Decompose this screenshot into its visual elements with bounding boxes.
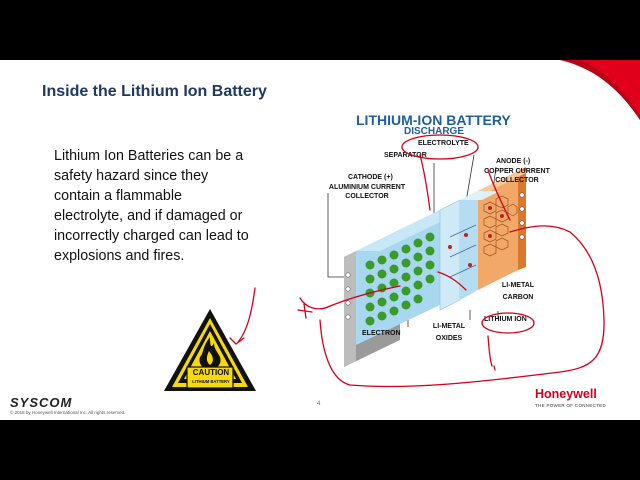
slide: Inside the Lithium Ion Battery Lithium I… bbox=[0, 60, 640, 420]
label-li-metal-carbon: LI-METAL CARBON bbox=[488, 281, 548, 302]
label-li-metal-oxides: LI-METAL OXIDES bbox=[424, 322, 474, 343]
caution-sign: CAUTION LITHIUM BATTERY bbox=[162, 307, 258, 393]
caution-heading: CAUTION bbox=[192, 368, 230, 377]
label-oxides-line2: OXIDES bbox=[435, 335, 463, 342]
label-oxides-line1: LI-METAL bbox=[432, 323, 466, 330]
label-li-metal-line2: CARBON bbox=[502, 294, 534, 301]
label-aluminium-line1: ALUMINIUM CURRENT bbox=[328, 184, 406, 191]
slide-body-text: Lithium Ion Batteries can be a safety ha… bbox=[54, 148, 249, 264]
battery-cell-illustration bbox=[327, 154, 530, 367]
label-aluminium-collector: ALUMINIUM CURRENT COLLECTOR bbox=[322, 183, 412, 201]
label-copper-line1: COPPER CURRENT bbox=[484, 168, 550, 175]
label-copper-collector: COPPER CURRENT COLLECTOR bbox=[472, 167, 562, 185]
diagram-title: LITHIUM-ION BATTERY bbox=[356, 112, 511, 128]
label-lithium-ion: LITHIUM ION bbox=[484, 316, 527, 323]
label-li-metal-line1: LI-METAL bbox=[501, 282, 535, 289]
red-corner-swoosh bbox=[560, 60, 640, 120]
honeywell-tagline: THE POWER OF CONNECTED bbox=[535, 403, 607, 408]
warning-triangle-icon bbox=[164, 309, 256, 391]
label-anode: ANODE (-) bbox=[496, 158, 531, 165]
battery-diagram: LITHIUM-ION BATTERY DISCHARGE bbox=[300, 105, 640, 405]
label-copper-line2: COLLECTOR bbox=[495, 177, 539, 184]
label-aluminium-line2: COLLECTOR bbox=[345, 193, 389, 200]
label-separator: SEPARATOR bbox=[384, 152, 427, 159]
slide-title: Inside the Lithium Ion Battery bbox=[42, 83, 267, 100]
page-number: 4 bbox=[317, 401, 321, 407]
caution-subtext: LITHIUM BATTERY bbox=[192, 379, 230, 384]
label-cathode: CATHODE (+) bbox=[348, 174, 393, 181]
syscom-logo: SYSCOM bbox=[10, 395, 73, 410]
honeywell-logo: Honeywell bbox=[535, 387, 597, 401]
diagram-subtitle: DISCHARGE bbox=[404, 126, 465, 137]
label-electrolyte: ELECTROLYTE bbox=[418, 140, 469, 147]
label-electron: ELECTRON bbox=[362, 330, 401, 337]
copyright-text: © 2018 by Honeywell International Inc. A… bbox=[10, 410, 126, 415]
